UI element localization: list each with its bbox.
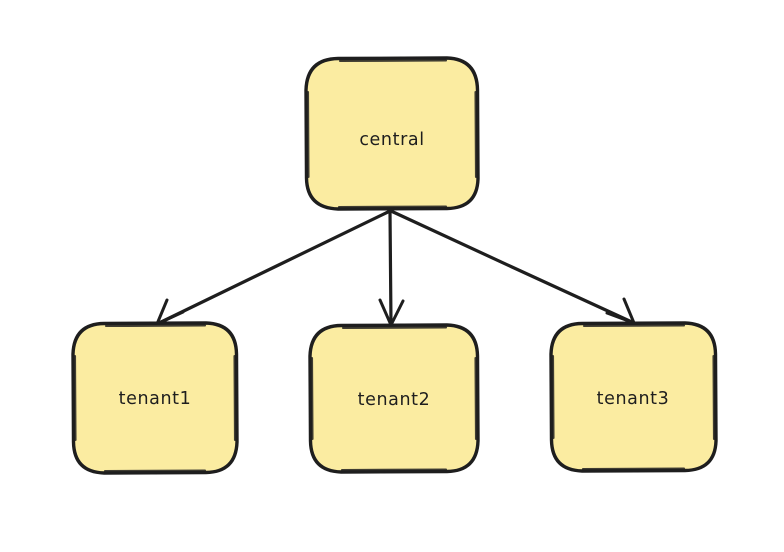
edge-line	[388, 209, 393, 327]
node-label-tenant1: tenant1	[119, 389, 192, 409]
node-shape-sketch	[310, 326, 478, 472]
edge-line	[389, 209, 636, 325]
node-shape	[71, 321, 239, 475]
node-label-tenant2: tenant2	[358, 390, 431, 410]
node-shape-sketch	[551, 324, 716, 471]
node-shape	[308, 323, 480, 474]
node-tenant2[interactable]: tenant2	[308, 323, 480, 474]
node-shape-sketch	[306, 59, 478, 209]
edge-central-to-tenant3[interactable]	[389, 209, 636, 325]
node-shape	[549, 321, 718, 473]
node-label-tenant3: tenant3	[597, 389, 670, 409]
edge-central-to-tenant2[interactable]	[378, 209, 405, 327]
arrowhead-icon	[605, 297, 636, 325]
edge-line	[155, 209, 392, 326]
node-shape	[304, 56, 480, 211]
node-shape-sketch	[73, 324, 237, 473]
node-tenant3[interactable]: tenant3	[549, 321, 718, 473]
edge-central-to-tenant1[interactable]	[155, 209, 392, 326]
arrowhead-icon	[378, 298, 405, 327]
node-central[interactable]: central	[304, 56, 480, 211]
node-label-central: central	[359, 130, 424, 150]
node-tenant1[interactable]: tenant1	[71, 321, 239, 475]
